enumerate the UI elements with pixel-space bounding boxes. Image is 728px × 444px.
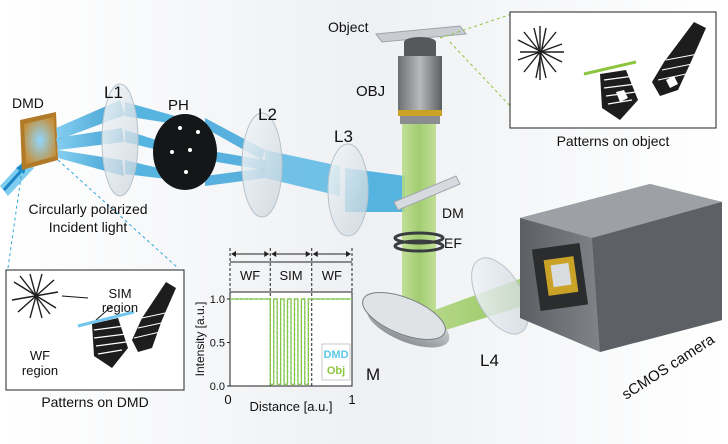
chart-region-arrow-head [346, 251, 351, 257]
object-pattern-green-line [583, 60, 637, 76]
lens-l2 [241, 112, 283, 218]
label-ph: PH [168, 97, 189, 114]
label-ef: EF [444, 235, 462, 251]
object-guide-line-top [439, 13, 513, 39]
objective-lens [398, 37, 442, 124]
sim-region-label-line2: region [102, 300, 138, 315]
chart-region-label: SIM [279, 268, 302, 283]
wf-region-label-line2: region [22, 363, 58, 378]
chart-region-arrow-head [305, 251, 311, 257]
object-pattern-leaf [652, 22, 706, 96]
chart-series-obj-line [230, 298, 352, 385]
chart-region-arrow-head [264, 251, 270, 257]
green-beam-vertical [402, 124, 436, 314]
chart-legend-entry-dmd: DMD [323, 349, 348, 361]
dmd-pattern-cell [92, 318, 128, 368]
chart-region-label: WF [322, 268, 342, 283]
lens-l3 [327, 143, 369, 237]
object-pattern-star [517, 26, 564, 80]
label-dm: DM [442, 205, 464, 221]
inset-dmd-caption: Patterns on DMD [41, 394, 148, 410]
chart-region-arrow-head [231, 251, 236, 257]
label-l4: L4 [480, 351, 499, 370]
chart-region-label: WF [240, 268, 260, 283]
lens-l4 [471, 257, 529, 335]
dmd-arrow-star [61, 295, 89, 299]
label-l2: L2 [258, 105, 277, 124]
emission-filter [393, 231, 445, 253]
pinhole-plate [153, 114, 217, 190]
label-l1: L1 [104, 83, 123, 102]
chart-region-arrow-head [312, 251, 318, 257]
dmd-guide-line-right [57, 159, 179, 269]
dmd-pattern-leaf [132, 282, 176, 352]
dmd-chip [20, 112, 58, 170]
label-incident-line1: Circularly polarized [28, 201, 147, 217]
label-object: Object [328, 19, 369, 35]
scmos-camera [520, 184, 722, 352]
object-pattern-cell [600, 70, 638, 120]
chart-y-tick-label: 0.0 [210, 381, 225, 393]
chart-y-tick-label: 1.0 [210, 294, 225, 306]
label-obj: OBJ [356, 83, 385, 100]
chart-region-arrow-head [271, 251, 277, 257]
dmd-guide-line-left [7, 169, 23, 269]
chart-legend-entry-obj: Obj [327, 365, 345, 377]
dmd-arrow-sim [95, 305, 113, 321]
chart-y-tick-label: 0.5 [210, 337, 225, 349]
mirror-m [362, 292, 450, 348]
object-slide [375, 25, 467, 43]
label-l3: L3 [334, 127, 353, 146]
chart-y-axis-label: Intensity [a.u.] [193, 302, 207, 377]
incident-arrow [2, 168, 24, 192]
label-dmd: DMD [12, 95, 44, 111]
sim-region-label-line1: SIM [108, 286, 131, 301]
dmd-pattern-blue-line [77, 310, 135, 328]
chart-x-tick-label: 0 [224, 392, 231, 407]
label-incident-line2: Incident light [49, 219, 128, 235]
dmd-pattern-star [11, 273, 59, 319]
chart-legend-box [321, 343, 351, 381]
wf-region-label-line1: WF [30, 348, 50, 363]
intensity-chart: WF SIM WF 0.0 0.5 1.0 0 1 Distance [a.u.] Intensi… [193, 248, 356, 414]
lens-l1 [101, 83, 139, 197]
label-m: M [366, 365, 380, 384]
chart-x-tick-label: 1 [348, 392, 355, 407]
dichroic-mirror [393, 175, 461, 211]
chart-x-axis-label: Distance [a.u.] [249, 399, 332, 414]
inset-object-caption: Patterns on object [557, 133, 670, 149]
